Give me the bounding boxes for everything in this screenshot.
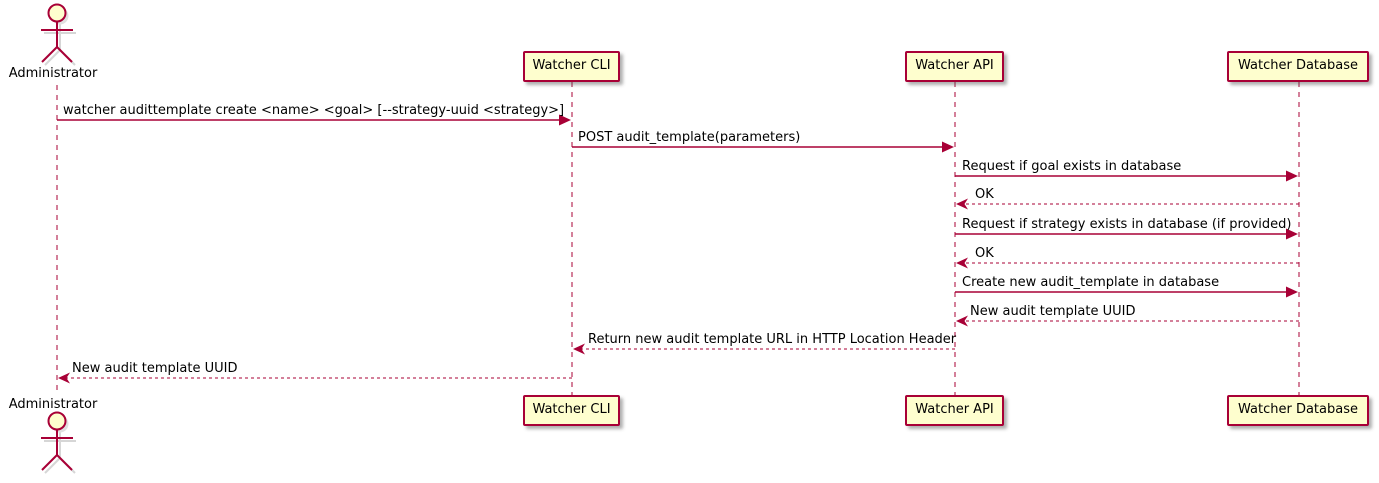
arrowhead-right-icon <box>1286 170 1298 182</box>
message-label-10: New audit template UUID <box>72 361 238 376</box>
arrowhead-left-icon <box>956 315 968 327</box>
message-label-3: Request if goal exists in database <box>962 159 1182 174</box>
arrowhead-right-icon <box>559 114 571 126</box>
arrowhead-left-icon <box>58 372 70 384</box>
arrowhead-right-icon <box>1286 286 1298 298</box>
actor-label-administrator-bottom: Administrator <box>8 397 98 412</box>
message-label-9: Return new audit template URL in HTTP Lo… <box>588 332 957 347</box>
message-label-1: watcher audittemplate create <name> <goa… <box>63 103 565 118</box>
message-label-2: POST audit_template(parameters) <box>578 130 801 145</box>
participant-watcher-cli-bottom: Watcher CLI <box>523 395 620 426</box>
message-label-8: New audit template UUID <box>970 304 1136 319</box>
message-label-4: OK <box>975 187 994 202</box>
participant-watcher-api-top: Watcher API <box>905 51 1004 82</box>
message-label-7: Create new audit_template in database <box>962 275 1220 290</box>
actor-figure-top-icon <box>41 3 73 63</box>
participant-watcher-cli-top: Watcher CLI <box>523 51 620 82</box>
participant-watcher-api-bottom: Watcher API <box>905 395 1004 426</box>
message-label-6: OK <box>975 246 994 261</box>
participant-watcher-database-top: Watcher Database <box>1227 51 1369 82</box>
arrowhead-right-icon <box>1286 228 1298 240</box>
arrowhead-left-icon <box>573 343 585 355</box>
arrowhead-right-icon <box>942 141 954 153</box>
arrowhead-left-icon <box>956 198 968 210</box>
message-label-5: Request if strategy exists in database (… <box>962 217 1292 232</box>
actor-figure-bottom-icon <box>41 411 73 471</box>
arrowhead-left-icon <box>956 257 968 269</box>
participant-watcher-database-bottom: Watcher Database <box>1227 395 1369 426</box>
actor-label-administrator-top: Administrator <box>8 66 98 81</box>
